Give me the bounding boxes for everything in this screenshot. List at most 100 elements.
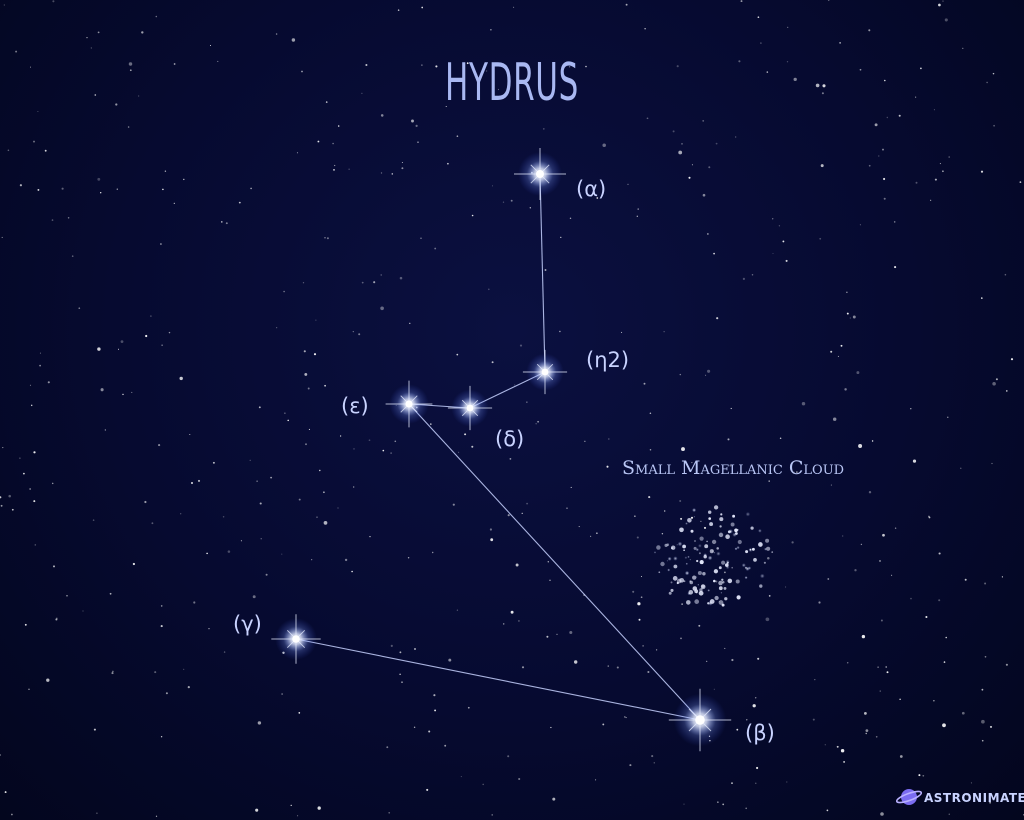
background-star bbox=[179, 376, 183, 381]
background-star bbox=[636, 215, 638, 217]
cloud-star bbox=[713, 551, 716, 554]
background-star bbox=[23, 472, 25, 475]
background-star bbox=[66, 595, 68, 597]
background-star bbox=[353, 486, 355, 488]
background-star bbox=[270, 476, 273, 479]
background-star bbox=[29, 66, 32, 68]
cloud-star bbox=[672, 576, 678, 581]
background-star bbox=[961, 711, 965, 715]
background-star bbox=[560, 236, 562, 238]
background-star bbox=[361, 281, 364, 284]
background-star bbox=[651, 755, 654, 758]
background-star bbox=[962, 47, 964, 50]
background-star bbox=[981, 688, 984, 691]
background-star bbox=[920, 67, 922, 70]
background-star bbox=[94, 94, 97, 96]
cloud-star bbox=[699, 560, 704, 565]
background-star bbox=[78, 307, 81, 310]
cloud-star bbox=[692, 586, 698, 591]
background-star bbox=[647, 670, 650, 674]
background-star bbox=[526, 502, 529, 505]
background-star bbox=[854, 569, 857, 572]
background-star bbox=[915, 181, 918, 184]
background-star bbox=[257, 721, 262, 725]
constellation-line-epsilon-beta bbox=[408, 403, 701, 721]
background-star bbox=[490, 538, 494, 542]
cloud-star bbox=[720, 591, 723, 594]
background-star bbox=[772, 218, 774, 220]
cloud-star bbox=[689, 580, 692, 583]
background-star bbox=[785, 586, 787, 588]
background-star bbox=[154, 671, 157, 674]
background-star bbox=[1010, 358, 1014, 361]
background-star bbox=[681, 603, 683, 605]
background-star bbox=[680, 637, 682, 640]
background-star bbox=[19, 184, 22, 187]
background-star bbox=[646, 117, 649, 120]
cloud-star bbox=[722, 581, 725, 584]
background-star bbox=[353, 448, 355, 450]
background-star bbox=[519, 344, 523, 347]
background-star bbox=[415, 124, 418, 127]
background-star bbox=[305, 443, 307, 446]
cloud-star bbox=[708, 517, 712, 520]
background-star bbox=[529, 207, 531, 209]
background-star bbox=[569, 217, 572, 220]
background-star bbox=[52, 0, 55, 3]
background-star bbox=[569, 630, 573, 635]
background-star bbox=[413, 726, 416, 729]
background-star bbox=[276, 327, 278, 329]
background-star bbox=[358, 333, 361, 336]
background-star bbox=[382, 449, 385, 452]
background-star bbox=[193, 601, 196, 604]
background-star bbox=[574, 660, 578, 664]
background-star bbox=[97, 31, 100, 34]
cloud-star bbox=[732, 532, 737, 537]
cloud-star bbox=[719, 517, 724, 522]
background-star bbox=[713, 688, 715, 690]
cloud-star bbox=[658, 571, 661, 574]
background-star bbox=[787, 26, 789, 29]
background-star bbox=[28, 688, 30, 690]
cloud-star bbox=[759, 573, 765, 579]
cloud-star bbox=[699, 588, 703, 592]
background-star bbox=[778, 225, 781, 227]
cloud-star bbox=[718, 586, 723, 591]
background-star bbox=[722, 803, 725, 806]
background-star bbox=[767, 556, 770, 560]
background-star bbox=[839, 42, 841, 44]
cloud-star bbox=[707, 589, 711, 592]
background-star bbox=[8, 494, 11, 498]
background-star bbox=[434, 247, 437, 250]
background-star bbox=[2, 447, 4, 449]
background-star bbox=[155, 15, 158, 18]
star-label-beta: (β) bbox=[745, 721, 775, 745]
background-star bbox=[0, 504, 3, 507]
background-star bbox=[488, 288, 490, 291]
background-star bbox=[388, 811, 391, 814]
background-star bbox=[297, 815, 299, 817]
background-star bbox=[1005, 390, 1008, 392]
cloud-star bbox=[666, 559, 669, 562]
background-star bbox=[158, 444, 161, 447]
background-star bbox=[491, 185, 494, 187]
background-star bbox=[724, 647, 726, 649]
cloud-star bbox=[688, 590, 694, 595]
background-star bbox=[948, 156, 951, 158]
background-star bbox=[93, 728, 96, 731]
cloud-star bbox=[689, 558, 692, 561]
background-star bbox=[884, 79, 886, 82]
background-star bbox=[819, 237, 822, 240]
background-star bbox=[595, 779, 597, 781]
cloud-star bbox=[702, 571, 706, 576]
background-star bbox=[632, 590, 635, 593]
background-star bbox=[249, 459, 251, 461]
background-star bbox=[606, 465, 609, 468]
background-star bbox=[859, 68, 862, 71]
constellation-stars bbox=[271, 148, 732, 752]
cloud-star bbox=[670, 588, 674, 592]
background-star bbox=[284, 412, 286, 414]
star-label-epsilon: (ε) bbox=[341, 394, 369, 418]
background-star bbox=[368, 439, 371, 442]
background-star bbox=[510, 610, 514, 614]
